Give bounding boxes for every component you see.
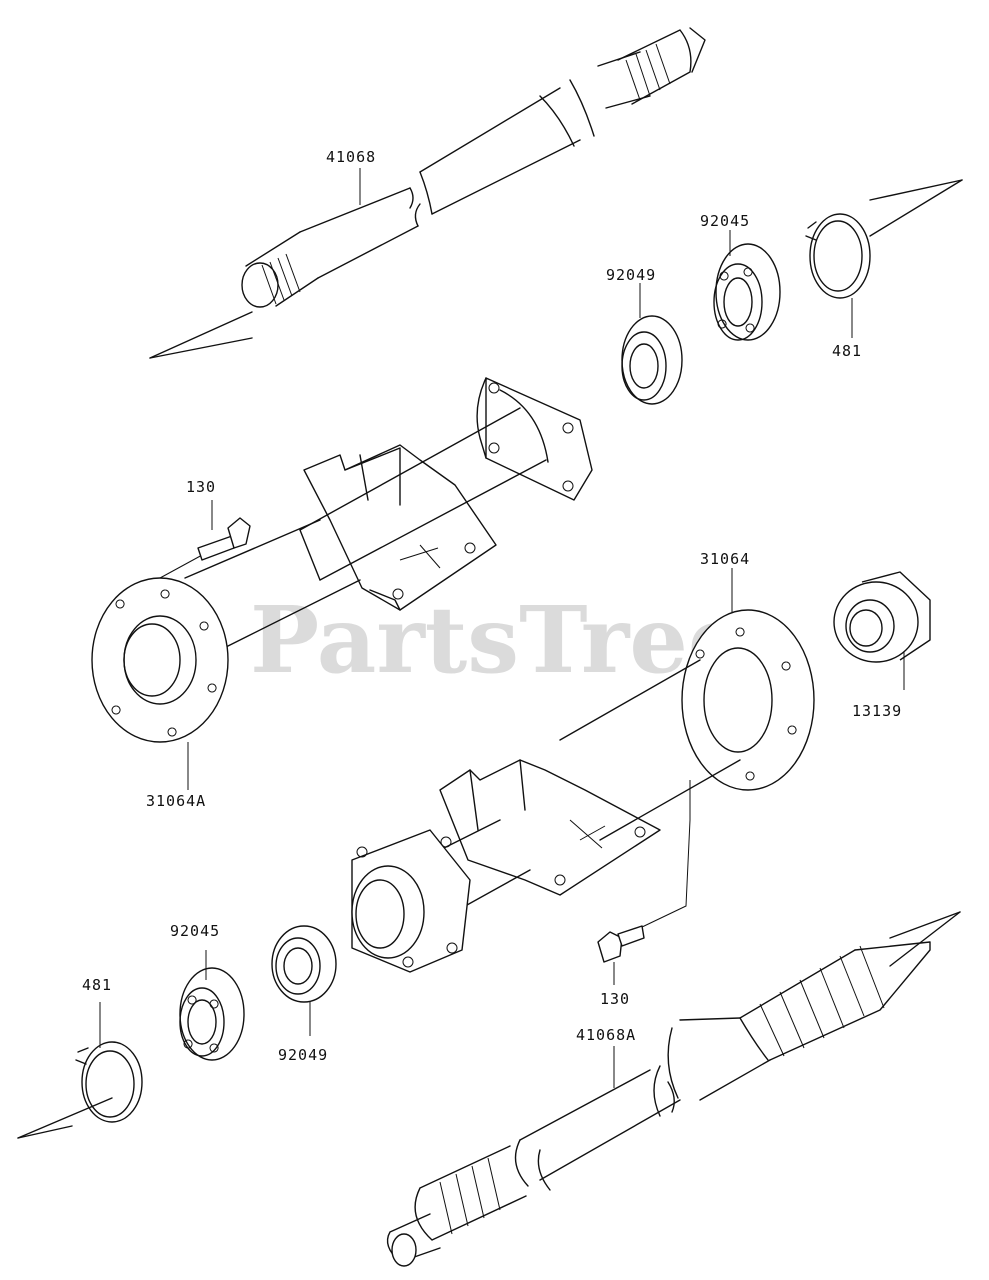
label-92049-upper: 92049 bbox=[606, 266, 656, 284]
housing-31064[interactable] bbox=[351, 568, 815, 973]
label-31064: 31064 bbox=[700, 550, 750, 568]
snapring-481-lower[interactable] bbox=[17, 1002, 143, 1139]
collar-13139[interactable] bbox=[833, 571, 931, 690]
label-481-upper: 481 bbox=[832, 342, 862, 360]
label-41068A: 41068A bbox=[576, 1026, 636, 1044]
bolt-130-upper[interactable] bbox=[197, 500, 251, 561]
label-31064A: 31064A bbox=[146, 792, 206, 810]
housing-31064A[interactable] bbox=[91, 377, 593, 790]
label-92045-lower: 92045 bbox=[170, 922, 220, 940]
shaft-41068A[interactable] bbox=[386, 911, 961, 1267]
snapring-481-upper[interactable] bbox=[805, 179, 963, 338]
label-130-upper: 130 bbox=[186, 478, 216, 496]
label-41068: 41068 bbox=[326, 148, 376, 166]
label-13139: 13139 bbox=[852, 702, 902, 720]
bearing-92045-lower[interactable] bbox=[179, 950, 245, 1061]
watermark: PartsTree bbox=[250, 586, 746, 694]
label-92049-lower: 92049 bbox=[278, 1046, 328, 1064]
label-130-lower: 130 bbox=[600, 990, 630, 1008]
shaft-41068[interactable] bbox=[149, 27, 706, 359]
seal-92049-upper[interactable] bbox=[621, 283, 683, 405]
bolt-130-lower[interactable] bbox=[597, 925, 645, 985]
label-92045-upper: 92045 bbox=[700, 212, 750, 230]
bearing-92045-upper[interactable] bbox=[713, 230, 781, 341]
label-481-lower: 481 bbox=[82, 976, 112, 994]
seal-92049-lower[interactable] bbox=[271, 925, 337, 1036]
